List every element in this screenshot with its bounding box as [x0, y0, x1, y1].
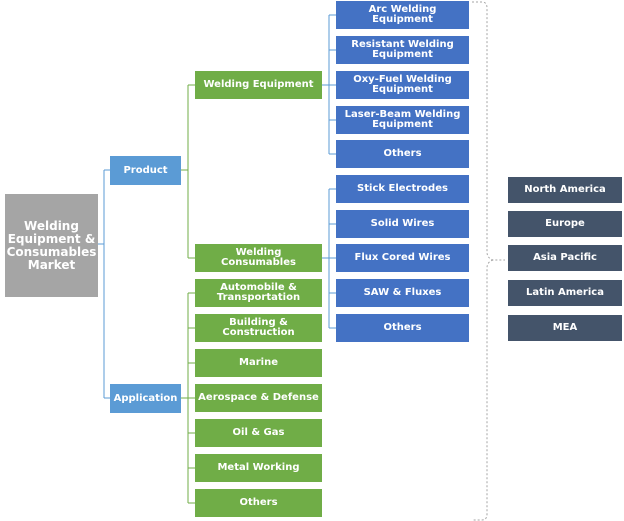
app-oil-gas: Oil & Gas — [195, 419, 322, 447]
node-application: Application — [110, 384, 181, 413]
app-automobile-transportation: Automobile & Transportation — [195, 279, 322, 307]
node-welding-consumables: Welding Consumables — [195, 244, 322, 272]
connector-welding-consumables — [322, 188, 336, 329]
item-stick-electrodes: Stick Electrodes — [336, 175, 469, 203]
item-flux-cored-wires: Flux Cored Wires — [336, 244, 469, 272]
connector-root — [98, 169, 110, 399]
root-node: Welding Equipment & Consumables Market — [5, 194, 98, 297]
item-consumables-others: Others — [336, 314, 469, 342]
region-latin-america: Latin America — [508, 280, 622, 306]
item-arc-welding-equipment: Arc Welding Equipment — [336, 1, 469, 29]
item-saw-fluxes: SAW & Fluxes — [336, 279, 469, 307]
region-mea: MEA — [508, 315, 622, 341]
connector-welding-equipment — [322, 14, 336, 155]
region-europe: Europe — [508, 211, 622, 237]
app-aerospace-defense: Aerospace & Defense — [195, 384, 322, 412]
item-laser-beam-welding-equipment: Laser-Beam Welding Equipment — [336, 106, 469, 134]
item-solid-wires: Solid Wires — [336, 210, 469, 238]
item-resistant-welding-equipment: Resistant Welding Equipment — [336, 36, 469, 64]
region-asia-pacific: Asia Pacific — [508, 245, 622, 271]
connector-application — [181, 292, 195, 504]
node-product: Product — [110, 156, 181, 185]
node-welding-equipment: Welding Equipment — [195, 71, 322, 99]
app-building-construction: Building & Construction — [195, 314, 322, 342]
region-north-america: North America — [508, 177, 622, 203]
connector-product — [181, 84, 195, 259]
item-equipment-others: Others — [336, 140, 469, 168]
item-oxy-fuel-welding-equipment: Oxy-Fuel Welding Equipment — [336, 71, 469, 99]
app-metal-working: Metal Working — [195, 454, 322, 482]
app-others: Others — [195, 489, 322, 517]
app-marine: Marine — [195, 349, 322, 377]
regions-bracket — [472, 1, 505, 521]
